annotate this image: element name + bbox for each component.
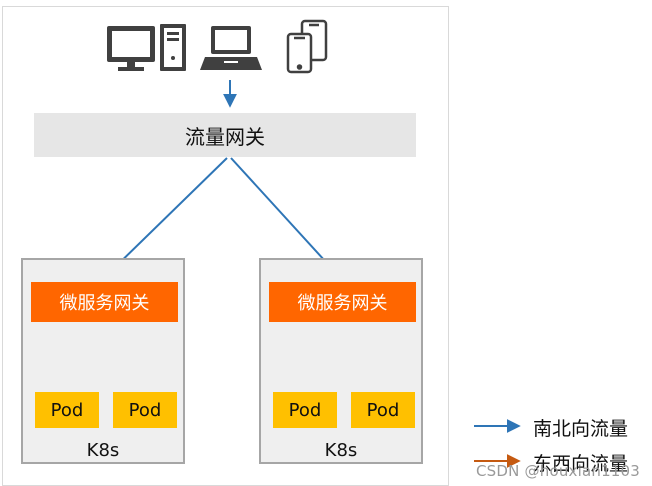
pod-label: Pod	[288, 399, 322, 421]
cluster-name: K8s	[324, 440, 358, 461]
arrow-gateway-to-right-cluster	[230, 157, 338, 276]
arrow-gateway-to-left-cluster	[103, 157, 228, 278]
k8s-cluster-right: 微服务网关 Pod Pod K8s	[259, 258, 423, 464]
pod-label: Pod	[50, 399, 84, 421]
cluster-name: K8s	[86, 440, 120, 461]
pod: Pod	[351, 392, 415, 428]
microservice-gateway-label: 微服务网关	[297, 293, 388, 314]
pod: Pod	[35, 392, 99, 428]
microservice-gateway-label: 微服务网关	[59, 293, 150, 314]
pod: Pod	[113, 392, 177, 428]
legend-north-south-label: 南北向流量	[533, 418, 629, 440]
traffic-gateway-label: 流量网关	[185, 124, 265, 149]
watermark: CSDN @houxian1103	[476, 462, 641, 480]
laptop-icon	[200, 26, 262, 70]
pod: Pod	[273, 392, 337, 428]
legend-east-west-label: 东西向流量	[533, 453, 629, 475]
traffic-gateway: 流量网关	[34, 113, 416, 157]
pod-label: Pod	[128, 399, 162, 421]
desktop-icon	[107, 24, 186, 71]
microservice-gateway: 微服务网关	[269, 282, 416, 322]
mobile-devices-icon	[286, 19, 328, 74]
k8s-cluster-left: 微服务网关 Pod Pod K8s	[21, 258, 185, 464]
pod-label: Pod	[366, 399, 400, 421]
microservice-gateway: 微服务网关	[31, 282, 178, 322]
